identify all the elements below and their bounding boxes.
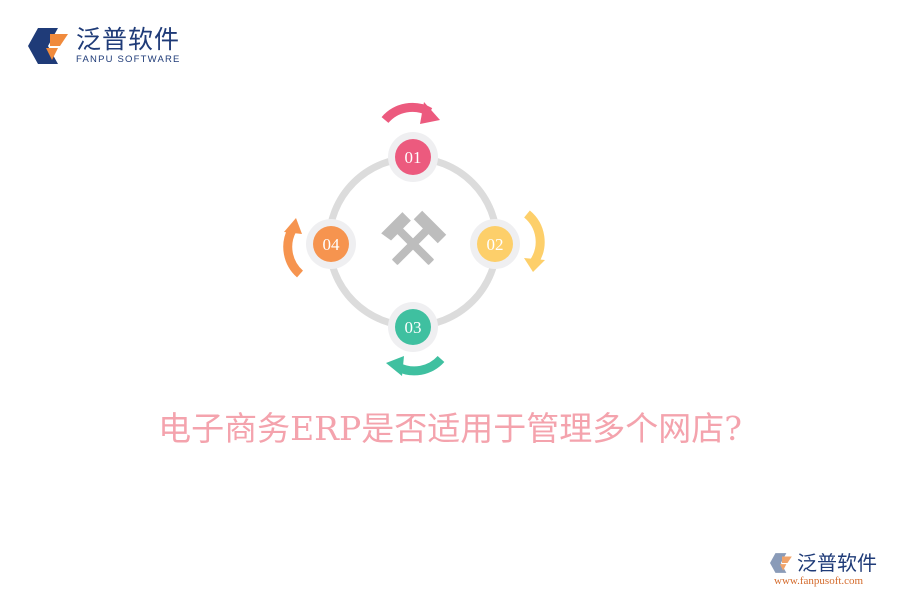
step-label-04: 04 (323, 235, 341, 254)
arrow-top-icon (381, 102, 440, 124)
step-label-01: 01 (405, 148, 422, 167)
arrow-right-icon (523, 210, 545, 272)
arrow-left-icon (283, 218, 304, 278)
step-node-03: 03 (388, 302, 438, 352)
step-node-02: 02 (470, 219, 520, 269)
arrow-bottom-icon (386, 355, 445, 376)
watermark-url: www.fanpusoft.com (774, 575, 864, 587)
step-node-04: 04 (306, 219, 356, 269)
brand-logo: 泛普软件 FANPU SOFTWARE (28, 26, 181, 66)
fanpu-watermark-logo-icon (770, 553, 792, 573)
step-label-02: 02 (487, 235, 504, 254)
logo-english-name: FANPU SOFTWARE (76, 54, 181, 65)
logo-chinese-name: 泛普软件 (76, 25, 181, 54)
step-label-03: 03 (405, 318, 422, 337)
fanpu-logo-icon (28, 28, 68, 64)
page-title: 电子商务ERP是否适用于管理多个网店? (158, 409, 742, 448)
step-node-01: 01 (388, 132, 438, 182)
crossed-hammers-icon (381, 210, 447, 265)
watermark-name: 泛普软件 (797, 551, 877, 575)
watermark: 泛普软件 www.fanpusoft.com (770, 552, 877, 587)
